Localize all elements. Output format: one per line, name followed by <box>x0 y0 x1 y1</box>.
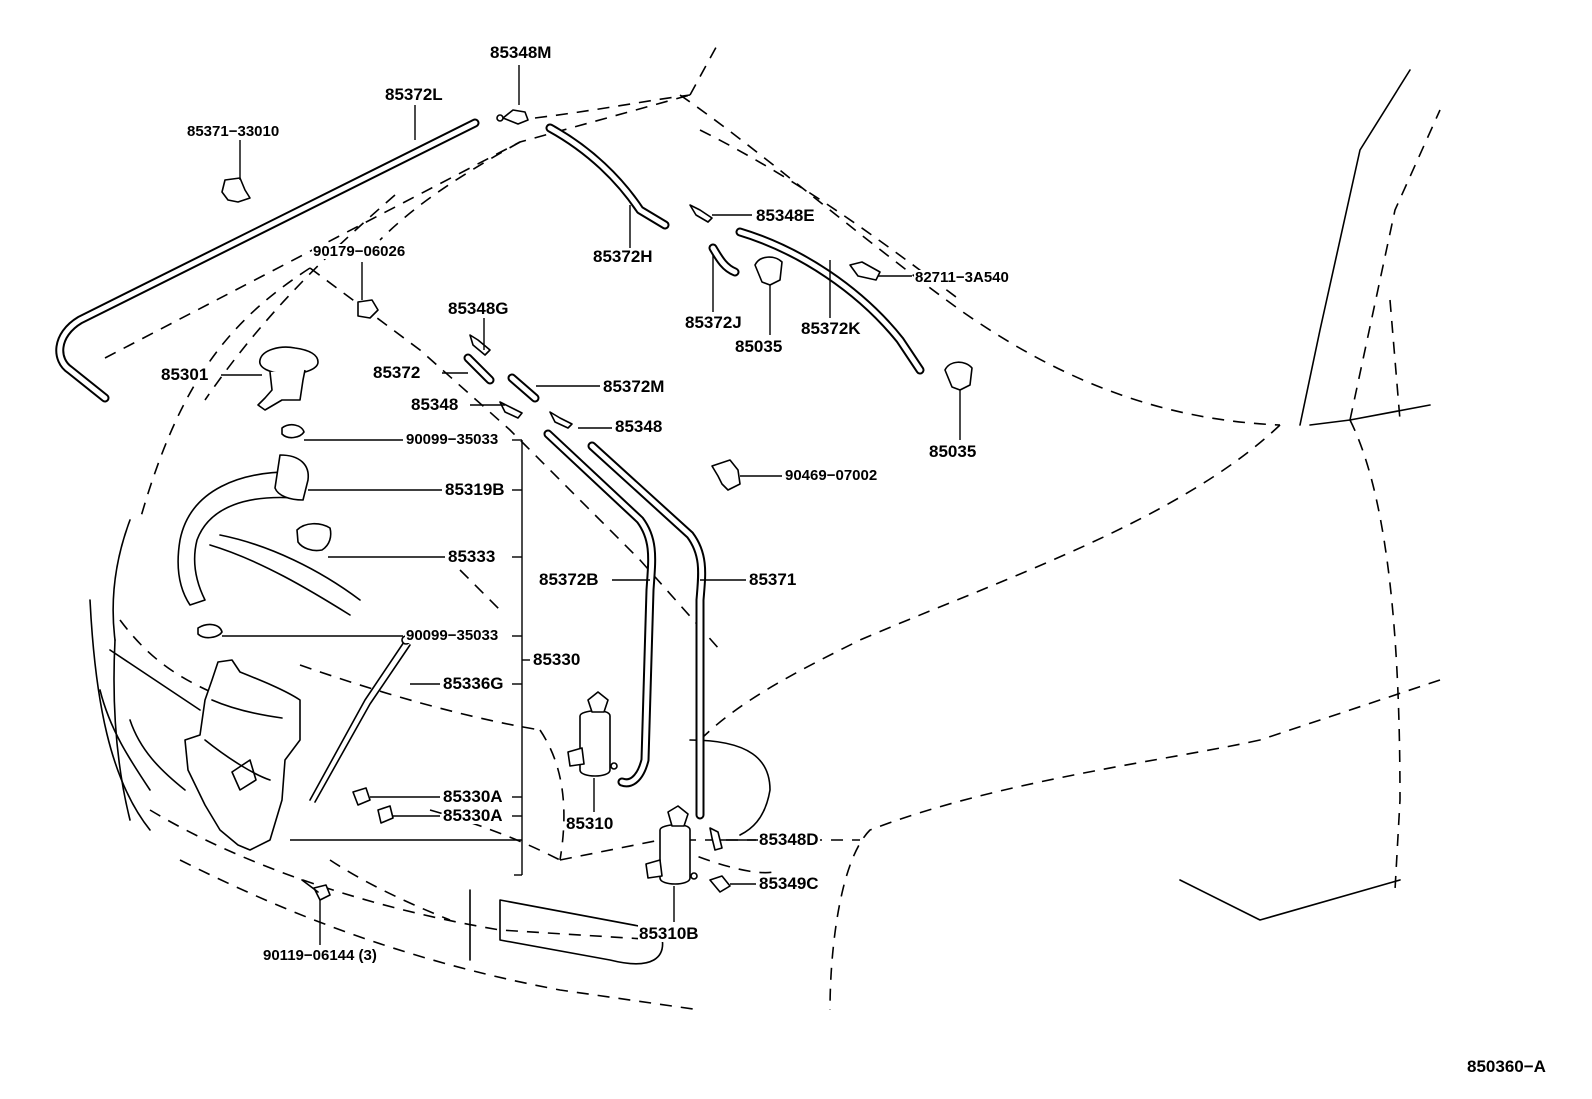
label-85348M: 85348M <box>489 43 553 62</box>
label-90099-35033-lower: 90099−35033 <box>405 627 500 644</box>
label-85371: 85371 <box>748 570 798 589</box>
leader-lines <box>221 65 961 945</box>
label-85348-right: 85348 <box>614 417 664 436</box>
vehicle-body-outline <box>89 39 1441 1011</box>
label-85348D: 85348D <box>758 830 820 849</box>
label-85348E: 85348E <box>755 206 816 225</box>
label-85319B: 85319B <box>444 480 506 499</box>
label-85372L: 85372L <box>384 85 444 104</box>
label-90119-06144: 90119−06144 (3) <box>262 947 378 964</box>
label-85372H: 85372H <box>592 247 654 266</box>
label-85336G: 85336G <box>442 674 505 693</box>
label-85349C: 85349C <box>758 874 820 893</box>
label-90179-06026: 90179−06026 <box>312 243 407 260</box>
small-parts <box>184 109 973 901</box>
label-85371-33010: 85371−33010 <box>186 123 281 140</box>
hoses <box>55 118 925 820</box>
label-90099-35033-upper: 90099−35033 <box>405 431 500 448</box>
label-85035-lower: 85035 <box>928 442 978 461</box>
label-85301: 85301 <box>160 365 210 384</box>
label-85310B: 85310B <box>638 924 700 943</box>
label-85330A-upper: 85330A <box>442 787 504 806</box>
label-82711-3A540: 82711−3A540 <box>914 269 1010 286</box>
label-85372J: 85372J <box>684 313 743 332</box>
label-85372: 85372 <box>372 363 422 382</box>
label-85348-left: 85348 <box>410 395 460 414</box>
label-85372M: 85372M <box>602 377 666 396</box>
diagram-code: 850360−A <box>1466 1057 1547 1076</box>
label-90469-07002: 90469−07002 <box>784 467 879 484</box>
label-85372K: 85372K <box>800 319 862 338</box>
label-85035-upper: 85035 <box>734 337 784 356</box>
label-85330: 85330 <box>532 650 582 669</box>
label-85348G: 85348G <box>447 299 510 318</box>
label-85330A-lower: 85330A <box>442 806 504 825</box>
label-85372B: 85372B <box>538 570 600 589</box>
label-85310: 85310 <box>565 814 615 833</box>
label-85333: 85333 <box>447 547 497 566</box>
